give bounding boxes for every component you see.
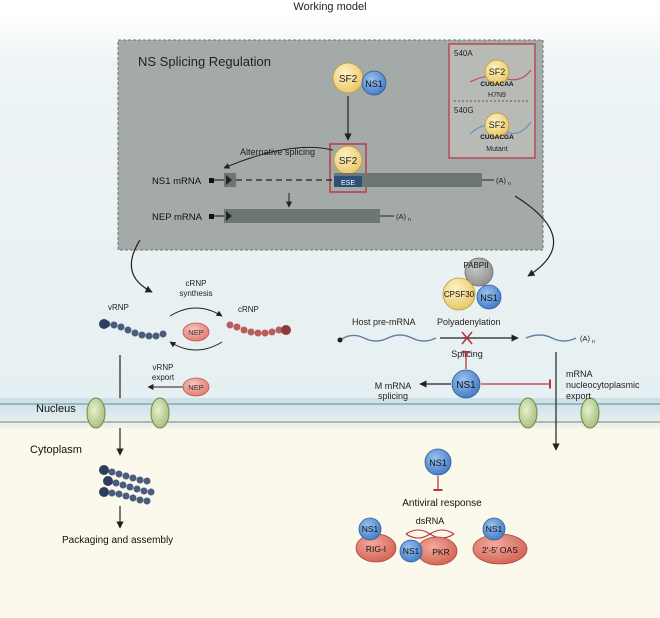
vrnp-export-2: export — [152, 373, 175, 382]
cytoplasm-region — [0, 428, 660, 618]
vrnp-label: vRNP — [108, 303, 129, 312]
cpsf30-protein — [442, 277, 476, 311]
vrnp-bundle — [99, 465, 155, 505]
ns1-polya: (A) — [496, 176, 507, 185]
crnp-synthesis-1: cRNP — [186, 279, 207, 288]
nuclear-pore — [518, 397, 538, 429]
inset-sf2-a-label: SF2 — [489, 67, 506, 77]
ese-highlight-box — [329, 143, 367, 193]
inset-strain-a: H7N9 — [488, 92, 506, 99]
ns1-polya-sub: n — [508, 181, 511, 187]
m-mrna-label-1: M mRNA — [375, 381, 412, 391]
nep-label-cycle: NEP — [188, 328, 203, 337]
nep-polya-sub: n — [408, 217, 411, 223]
nuclear-envelope — [0, 398, 660, 428]
export-label-3: export — [566, 391, 592, 401]
vrnp-export-1: vRNP — [153, 363, 174, 372]
vrnp-chain — [99, 319, 167, 340]
ns1-label-center: NS1 — [456, 380, 476, 391]
pabpii-protein — [464, 257, 494, 287]
cpsf30-label: CPSF30 — [444, 290, 475, 299]
inhibition-x — [461, 331, 473, 345]
nep-protein-cycle — [182, 322, 210, 342]
nep-polya: (A) — [396, 212, 407, 221]
inset-seq-a: CUGACAA — [480, 81, 514, 88]
inset-540a-label: 540A — [454, 49, 473, 58]
ns1-pkr — [399, 539, 423, 563]
arrow-to-polyadenylation — [514, 195, 555, 277]
ese-label: ESE — [341, 180, 355, 187]
sf2-label-ese: SF2 — [339, 156, 358, 167]
ns1-pkr-label: NS1 — [403, 546, 420, 556]
ns1-protein-top — [361, 70, 387, 96]
nuclear-pore — [150, 397, 170, 429]
arrow-to-vrnp — [130, 239, 153, 293]
nuclear-pore — [580, 397, 600, 429]
mature-polya: (A) — [580, 334, 591, 343]
crnp-chain — [226, 321, 291, 337]
inset-strain-g: Mutant — [486, 146, 507, 153]
inset-seq-g: CUGACGA — [480, 134, 514, 141]
ese-element — [334, 176, 362, 187]
inset-sf2-a — [484, 59, 510, 85]
nep-label-export: NEP — [188, 383, 203, 392]
ns1-protein-antiviral — [424, 448, 452, 476]
nep-mrna-exon — [224, 209, 380, 223]
m-mrna-label-2: splicing — [378, 391, 408, 401]
ns1-oas-label: NS1 — [486, 524, 503, 534]
mature-polya-sub: n — [592, 339, 595, 345]
nuclear-pore — [86, 397, 106, 429]
ns1-label-top: NS1 — [365, 79, 383, 89]
ns1-rigi-label: NS1 — [362, 524, 379, 534]
sf2-label-top: SF2 — [339, 74, 358, 85]
ns1-label-polya: NS1 — [480, 293, 498, 303]
mature-mrna — [525, 334, 577, 342]
antiviral-response-label: Antiviral response — [402, 498, 482, 509]
cytoplasm-label: Cytoplasm — [30, 444, 82, 456]
host-pre-mrna — [339, 334, 437, 342]
ns-box-title: NS Splicing Regulation — [138, 54, 271, 69]
ns1-mrna-exon — [334, 173, 482, 187]
diagram-title: Working model — [293, 1, 367, 13]
splicing-label: Splicing — [451, 349, 483, 359]
ns1-label-antiviral: NS1 — [429, 458, 447, 468]
nep-mrna-label: NEP mRNA — [152, 212, 203, 223]
host-pre-mrna-label: Host pre-mRNA — [352, 317, 416, 327]
nucleus-label: Nucleus — [36, 403, 76, 415]
oas-label: 2′-5′ OAS — [482, 545, 518, 555]
inset-sf2-g-label: SF2 — [489, 120, 506, 130]
packaging-label: Packaging and assembly — [62, 535, 173, 546]
pabpii-label: PABPII — [463, 261, 488, 270]
export-label-2: nucleocytoplasmic — [566, 380, 640, 390]
dsrna-label: dsRNA — [416, 516, 445, 526]
ns1-protein-center — [451, 369, 481, 399]
inset-540g-label: 540G — [454, 106, 474, 115]
polyadenylation-label: Polyadenylation — [437, 317, 501, 327]
ns1-oas — [482, 517, 506, 541]
crnp-label: cRNP — [238, 305, 259, 314]
export-label-1: mRNA — [566, 369, 593, 379]
inset-sf2-g — [484, 112, 510, 138]
alt-splicing-label: Alternative splicing — [240, 147, 315, 157]
rigi-label: RIG-I — [366, 544, 386, 554]
crnp-synthesis-2: synthesis — [179, 289, 212, 298]
pkr-label: PKR — [432, 547, 449, 557]
ns1-mrna-label: NS1 mRNA — [152, 176, 202, 187]
ns1-protein-polya — [476, 284, 502, 310]
nep-protein-export — [182, 377, 210, 397]
ns1-rigi — [358, 517, 382, 541]
